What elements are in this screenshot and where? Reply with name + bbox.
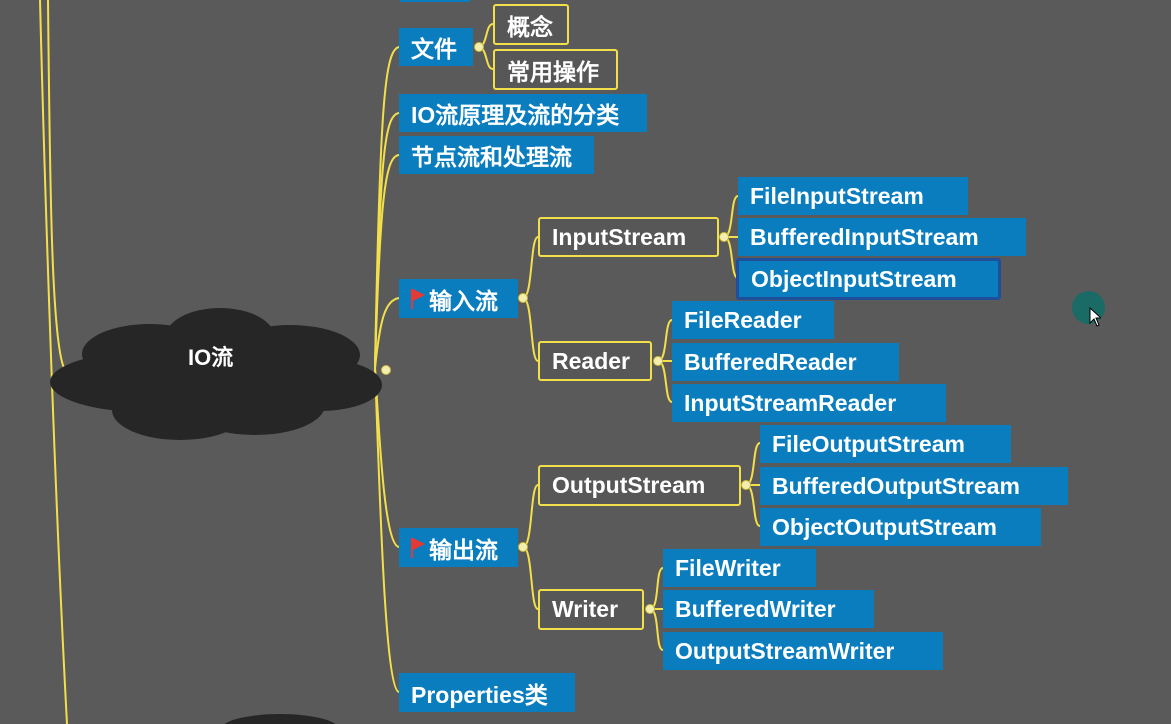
- subtopic-common-ops[interactable]: 常用操作: [493, 49, 618, 90]
- collapse-toggle[interactable]: [518, 293, 528, 303]
- collapse-toggle[interactable]: [645, 604, 655, 614]
- red-flag-icon: [411, 288, 425, 309]
- mouse-cursor-icon: [1089, 307, 1101, 327]
- subtopic-reader[interactable]: Reader: [538, 341, 652, 381]
- topic-input[interactable]: 输入流: [399, 279, 518, 318]
- leaf-bufferedwriter[interactable]: BufferedWriter: [663, 590, 874, 628]
- collapse-toggle[interactable]: [518, 542, 528, 552]
- leaf-fileoutputstream[interactable]: FileOutputStream: [760, 425, 1011, 463]
- leaf-bufferedinputstream[interactable]: BufferedInputStream: [738, 218, 1026, 256]
- collapse-toggle[interactable]: [719, 232, 729, 242]
- red-flag-icon: [411, 537, 425, 558]
- topic-output[interactable]: 输出流: [399, 528, 518, 567]
- root-cloud: [50, 308, 382, 724]
- collapse-toggle[interactable]: [741, 480, 751, 490]
- leaf-bufferedoutputstream[interactable]: BufferedOutputStream: [760, 467, 1068, 505]
- leaf-objectoutputstream[interactable]: ObjectOutputStream: [760, 508, 1041, 546]
- leaf-outputstreamwriter[interactable]: OutputStreamWriter: [663, 632, 943, 670]
- topic-properties[interactable]: Properties类: [399, 673, 575, 712]
- topic-input-label: 输入流: [429, 287, 498, 314]
- leaf-inputstreamreader[interactable]: InputStreamReader: [672, 384, 946, 422]
- subtopic-concept[interactable]: 概念: [493, 4, 569, 45]
- topic-principle[interactable]: IO流原理及流的分类: [399, 94, 647, 132]
- leaf-filereader[interactable]: FileReader: [672, 301, 834, 339]
- leaf-bufferedreader[interactable]: BufferedReader: [672, 343, 899, 381]
- topic-file[interactable]: 文件: [399, 28, 473, 66]
- leaf-filewriter[interactable]: FileWriter: [663, 549, 816, 587]
- subtopic-writer[interactable]: Writer: [538, 589, 644, 630]
- leaf-fileinputstream[interactable]: FileInputStream: [738, 177, 968, 215]
- collapse-toggle[interactable]: [381, 365, 391, 375]
- subtopic-outputstream[interactable]: OutputStream: [538, 465, 741, 506]
- topic-output-label: 输出流: [429, 536, 498, 563]
- collapse-toggle[interactable]: [474, 42, 484, 52]
- leaf-objectinputstream[interactable]: ObjectInputStream: [736, 258, 1001, 300]
- collapse-toggle[interactable]: [653, 356, 663, 366]
- subtopic-inputstream[interactable]: InputStream: [538, 217, 719, 257]
- root-topic[interactable]: IO流: [188, 345, 234, 370]
- topic-node-stream[interactable]: 节点流和处理流: [399, 136, 594, 174]
